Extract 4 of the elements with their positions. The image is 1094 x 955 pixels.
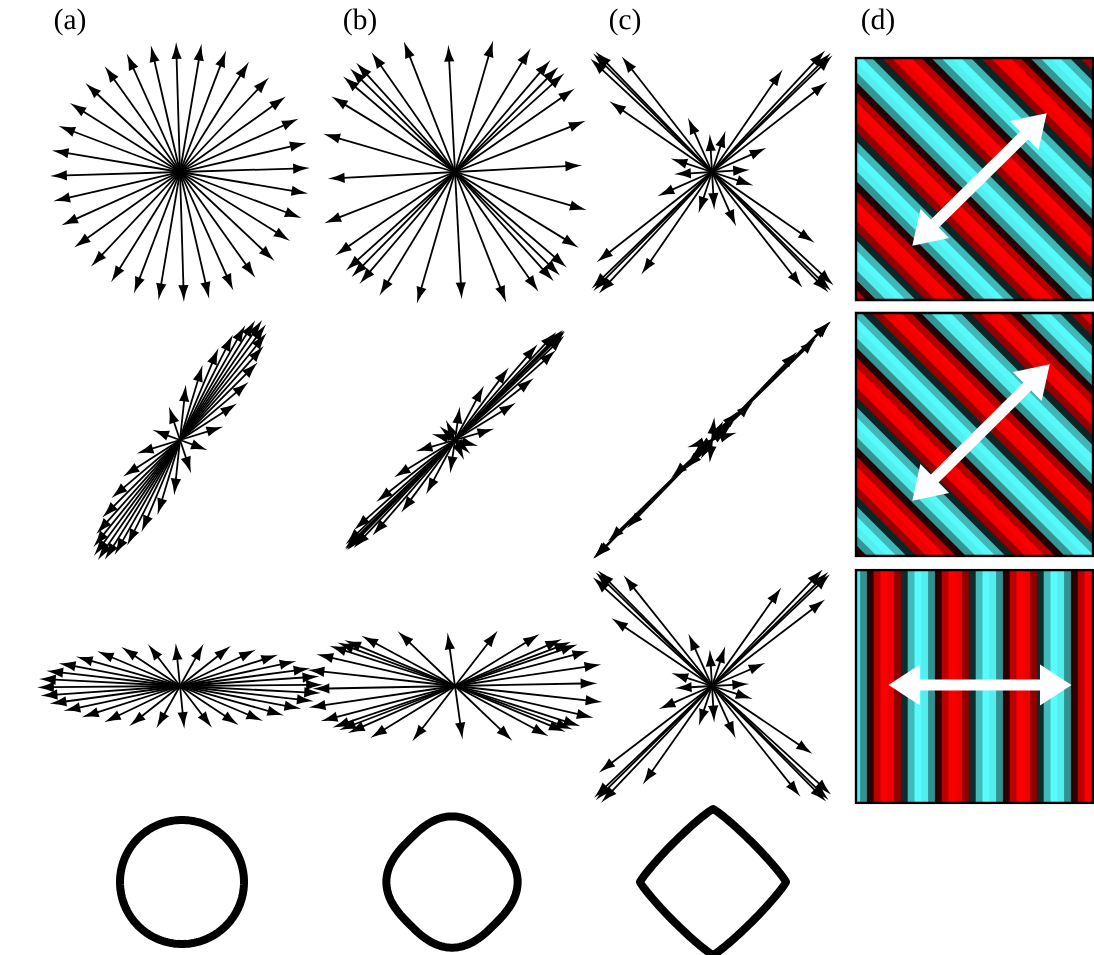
panel-label: (d) <box>862 8 894 36</box>
panel-label: (c) <box>609 8 641 36</box>
panel-label: (b) <box>344 8 376 36</box>
panel-label: (a) <box>54 8 86 36</box>
